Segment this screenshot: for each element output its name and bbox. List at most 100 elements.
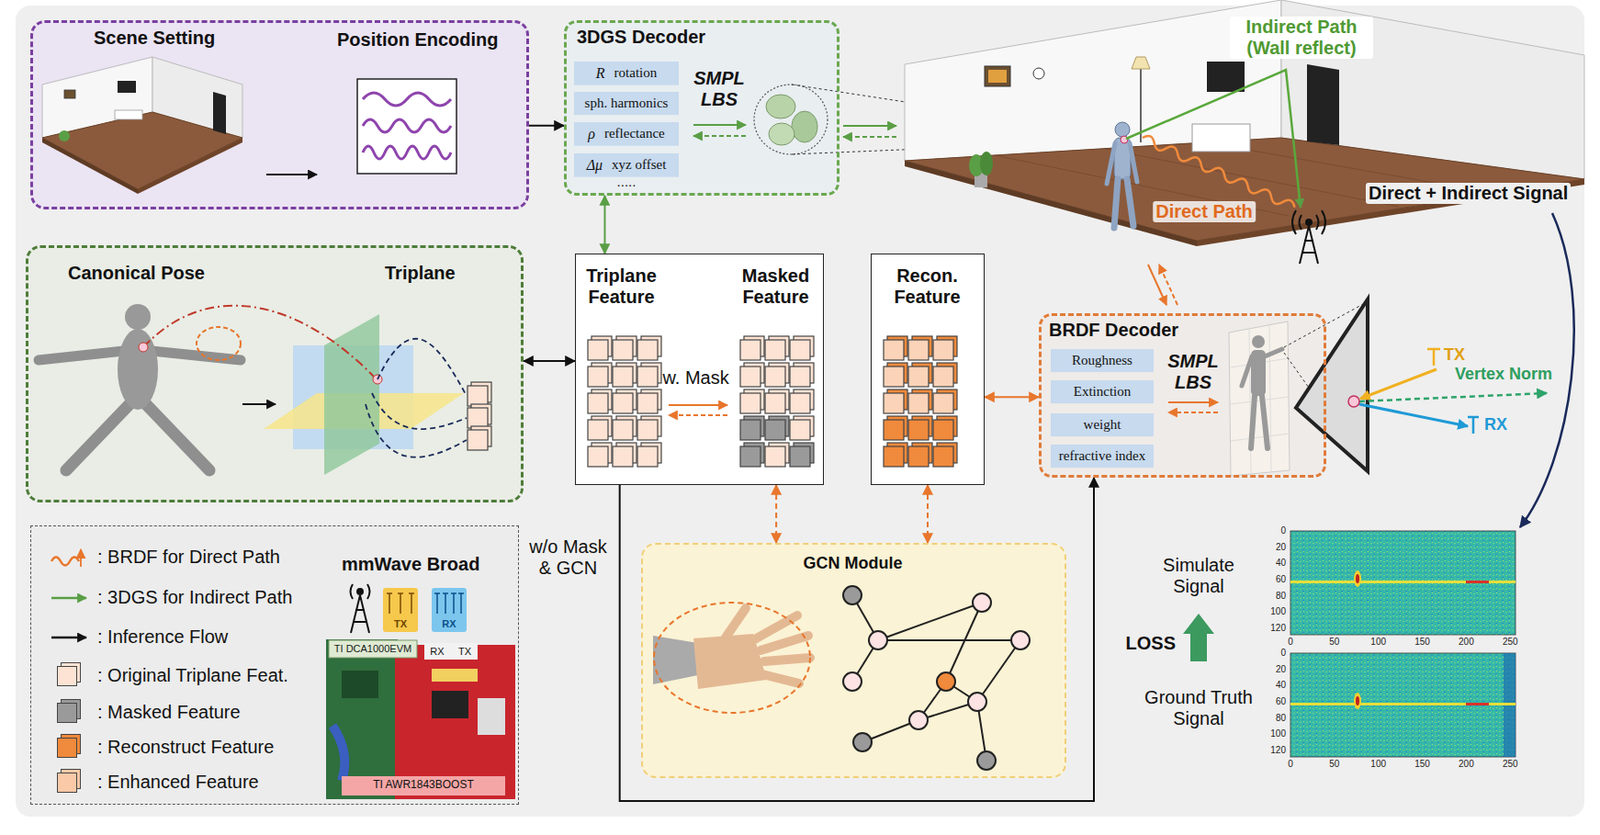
label: 120	[1270, 622, 1286, 634]
drawing-part	[362, 119, 451, 133]
drawing-part	[725, 608, 811, 684]
drawing-part	[117, 80, 136, 93]
drawing-part	[843, 672, 862, 691]
drawing-part	[587, 442, 612, 467]
drawing-part	[883, 362, 908, 387]
drawing-part	[765, 442, 789, 467]
drawing-part	[362, 146, 451, 159]
drawing-part	[377, 338, 467, 396]
drawing-part	[1140, 133, 1297, 212]
drawing-part	[968, 692, 987, 711]
feature-box: Triplane FeatureMasked Featurew. Mask	[574, 253, 824, 485]
node-text: Triplane	[384, 262, 456, 284]
label: 100	[1270, 728, 1286, 740]
drawing-part	[587, 389, 612, 414]
label: 0	[1287, 758, 1294, 770]
node-text: w. Mask	[663, 367, 730, 389]
attribute-box: Rrotation	[574, 61, 679, 86]
drawing-part	[42, 112, 243, 190]
drawing-part	[1355, 696, 1360, 706]
label: Direct + Indirect Signal	[1365, 182, 1571, 204]
drawing-part	[933, 362, 958, 387]
label: TX	[394, 618, 407, 631]
label: LOSS	[1126, 632, 1176, 654]
label: TX	[1443, 345, 1465, 365]
drawing-part	[980, 151, 993, 176]
drawing-part	[762, 674, 800, 684]
label: RX	[441, 618, 456, 631]
drawing-part	[1307, 64, 1340, 146]
drawing-part	[365, 404, 467, 458]
node-fill	[1050, 444, 1154, 468]
drawing-part	[64, 90, 76, 99]
triplane-feature-grid	[587, 336, 662, 467]
node-text: sph. harmonics	[585, 95, 669, 112]
label: 0	[1280, 525, 1286, 537]
drawing-part	[612, 442, 637, 467]
node-text: rotation	[614, 65, 658, 81]
drawing-part	[1250, 395, 1255, 449]
attribute-box: Roughness	[1050, 349, 1154, 372]
legend-text: : 3DGS for Indirect Path	[97, 586, 293, 609]
legend-text: : Enhanced Feature	[97, 771, 260, 793]
node-fill	[574, 122, 679, 147]
node-text: weight	[1083, 416, 1122, 433]
legend-swatch	[56, 737, 78, 758]
drawing-part	[740, 389, 765, 414]
drawing-part	[1355, 574, 1360, 584]
node-fill	[1050, 349, 1154, 372]
label: RX	[1484, 415, 1508, 435]
label: 100	[1270, 606, 1286, 618]
drawing-part	[789, 389, 814, 414]
drawing-part	[341, 776, 506, 796]
smpl-arrows	[693, 124, 746, 136]
drawing-part	[1192, 123, 1251, 152]
drawing-part	[936, 672, 956, 691]
drawing-part	[324, 314, 380, 475]
flow-arrow	[266, 173, 317, 176]
query-point	[138, 342, 148, 352]
drawing-part	[766, 94, 796, 119]
legend-swatch	[56, 772, 78, 793]
antenna-icon	[350, 584, 371, 633]
label: mmWave Broad	[341, 553, 480, 575]
legend-swatch	[56, 665, 78, 687]
node-text: Scene Setting	[93, 27, 215, 49]
flow-arrow	[242, 403, 276, 406]
feature-cube	[467, 382, 492, 406]
input-panel: Scene Setting Position Encoding	[30, 20, 530, 210]
label: 150	[1414, 636, 1431, 648]
surface-point	[1348, 395, 1360, 407]
label: 150	[1414, 758, 1431, 770]
scene-arrow	[843, 135, 897, 138]
drawing-part	[754, 84, 828, 155]
drawing-part	[587, 416, 612, 440]
drawing-part	[144, 402, 210, 471]
drawing-part	[341, 670, 379, 699]
drawing-part	[1292, 210, 1326, 235]
drawing-part	[1106, 143, 1116, 184]
node-text: Position Encoding	[337, 29, 499, 51]
loss-arrow	[1183, 613, 1215, 662]
drawing-part	[933, 442, 958, 467]
drawing-part	[789, 442, 814, 467]
drawing-part	[424, 642, 478, 660]
position-encoding-waves	[357, 78, 457, 174]
drawing-part	[909, 710, 928, 730]
node-text: Extinction	[1073, 383, 1132, 400]
drawing-part	[587, 336, 612, 361]
drawing-part	[740, 336, 765, 361]
drawing-part	[1131, 56, 1150, 69]
rx-antenna-symbol	[1467, 416, 1479, 434]
drawing-part	[764, 657, 811, 662]
decoder-panel: BRDF DecoderSMPL LBSRoughnessExtinctionw…	[1038, 313, 1327, 478]
feature-curves	[365, 338, 467, 458]
direct-path-wave	[1140, 133, 1297, 212]
node-fill	[870, 253, 985, 485]
mask-arrow	[668, 414, 728, 417]
node-text: reflectance	[604, 125, 665, 142]
gaussian-ellipsoids	[754, 84, 828, 155]
node-fill	[574, 253, 824, 485]
label: 40	[1275, 679, 1286, 691]
label: 100	[1370, 758, 1386, 770]
